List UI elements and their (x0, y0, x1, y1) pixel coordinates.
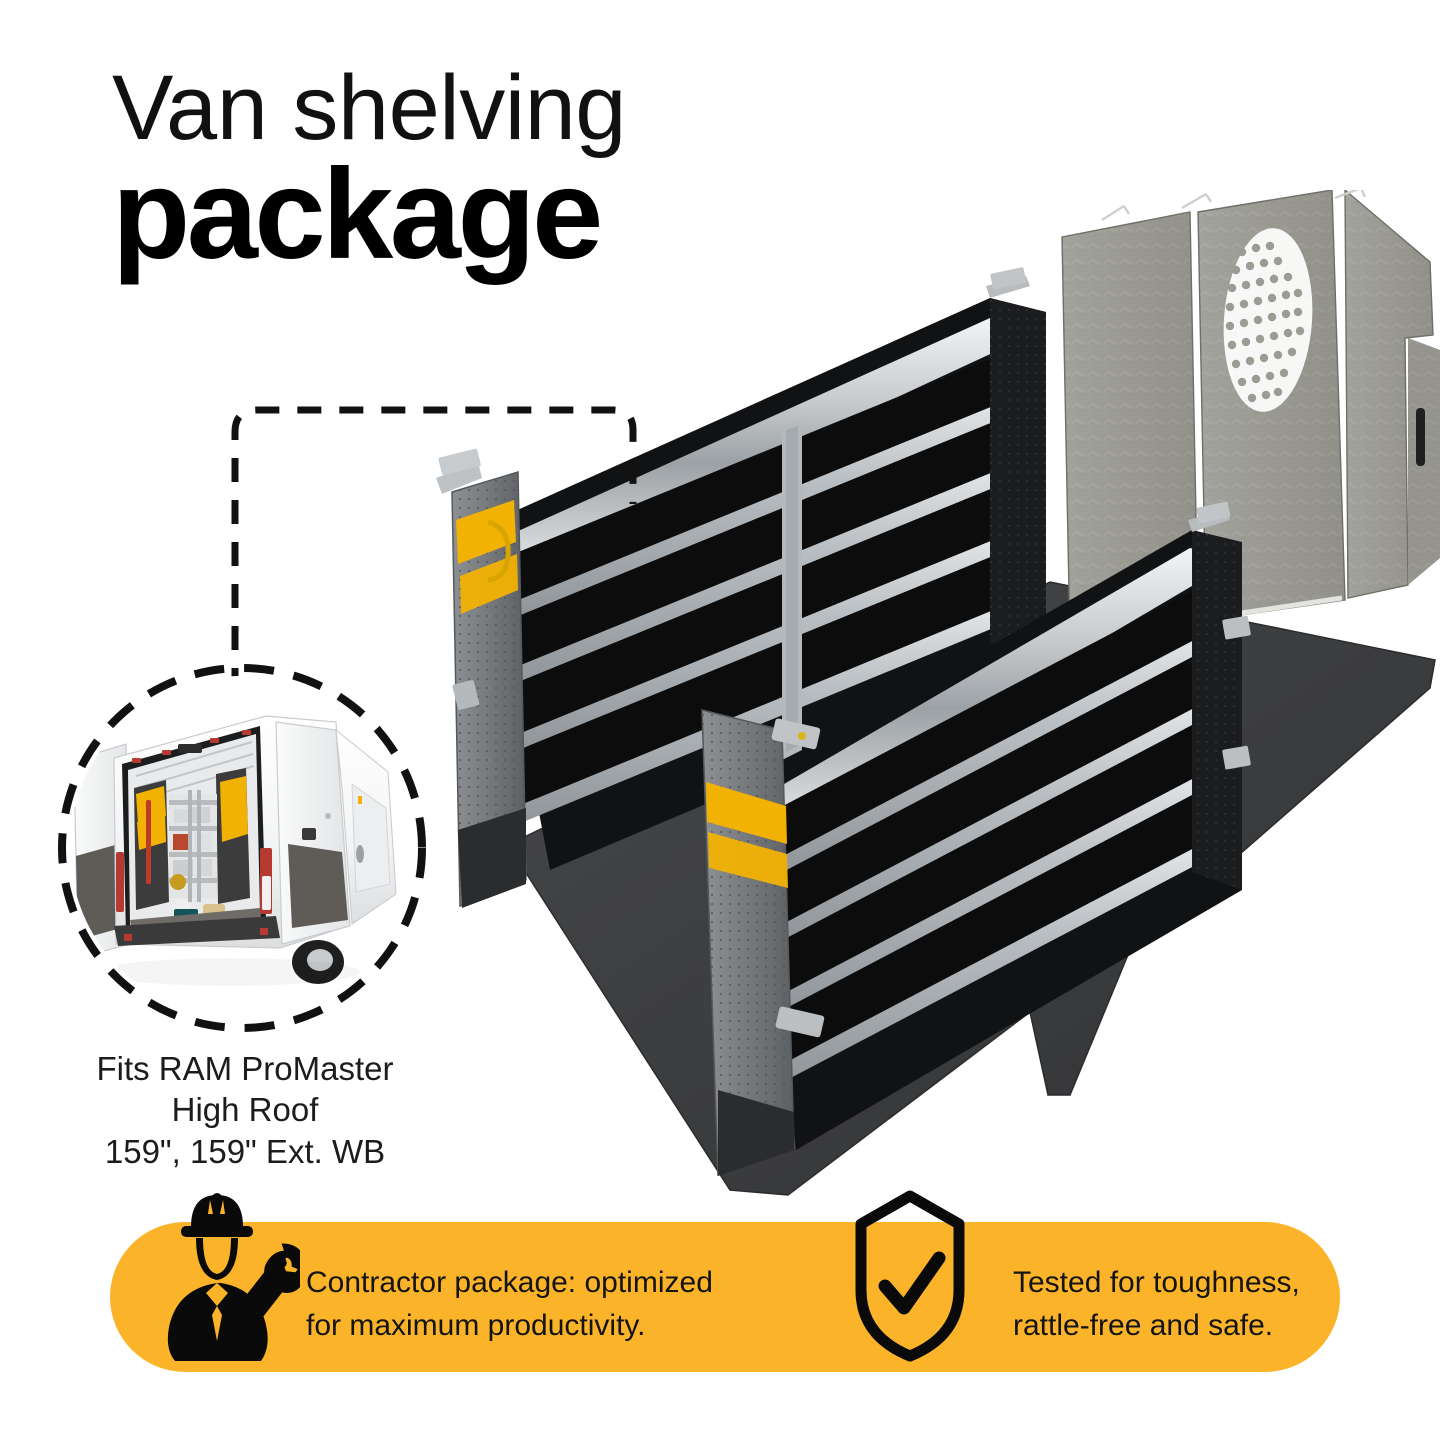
feature-banner: Contractor package: optimized for maximu… (110, 1190, 1340, 1372)
feature-tested-line-2: rattle-free and safe. (1013, 1309, 1274, 1342)
rear-unit-end-panel (436, 448, 527, 908)
van-body (113, 715, 349, 949)
fitment-line-2: High Roof (171, 1091, 319, 1129)
feature-tested-line-1: Tested for toughness, (1013, 1266, 1300, 1300)
fitment-line-1: Fits RAM ProMaster (96, 1050, 394, 1087)
front-unit-end-panel (701, 709, 825, 1177)
product-svg (436, 174, 1440, 1196)
partition-handle-icon (1416, 408, 1425, 466)
feature-tested-text: Tested for toughness, rattle-free and sa… (1013, 1262, 1300, 1347)
vehicle-photo-callout (56, 662, 428, 1034)
callout-circle-outline (58, 664, 426, 1032)
partition-mount-clips (1101, 174, 1367, 222)
contractor-worker-tools-icon (150, 1182, 307, 1372)
partition-vent-perforation (1223, 228, 1313, 412)
feature-contractor: Contractor package: optimized for maximu… (150, 1182, 713, 1372)
feature-tested: Tested for toughness, rattle-free and sa… (835, 1182, 1300, 1372)
page-title: Van shelving package (112, 57, 912, 286)
bulkhead-partition (1061, 174, 1440, 643)
fitment-caption: Fits RAM ProMaster High Roof 159", 159" … (30, 1048, 460, 1172)
title-line-1: Van shelving (112, 57, 626, 159)
shield-check-icon (835, 1182, 985, 1372)
van-right-rear-door (275, 721, 351, 945)
feature-contractor-text: Contractor package: optimized for maximu… (306, 1262, 713, 1347)
feature-contractor-line-2: for maximum productivity. (306, 1309, 646, 1342)
feature-contractor-line-1: Contractor package: optimized (306, 1266, 713, 1300)
product-illustration (430, 174, 1440, 1220)
van-rear-wheel (292, 940, 344, 984)
front-shelving-unit (748, 501, 1251, 1150)
vehicle-photo (70, 676, 414, 1020)
title-line-2: package (112, 142, 603, 286)
fitment-line-3: 159", 159" Ext. WB (104, 1132, 386, 1170)
van-side-body (335, 728, 397, 925)
van-photo-illustration (70, 676, 414, 1020)
